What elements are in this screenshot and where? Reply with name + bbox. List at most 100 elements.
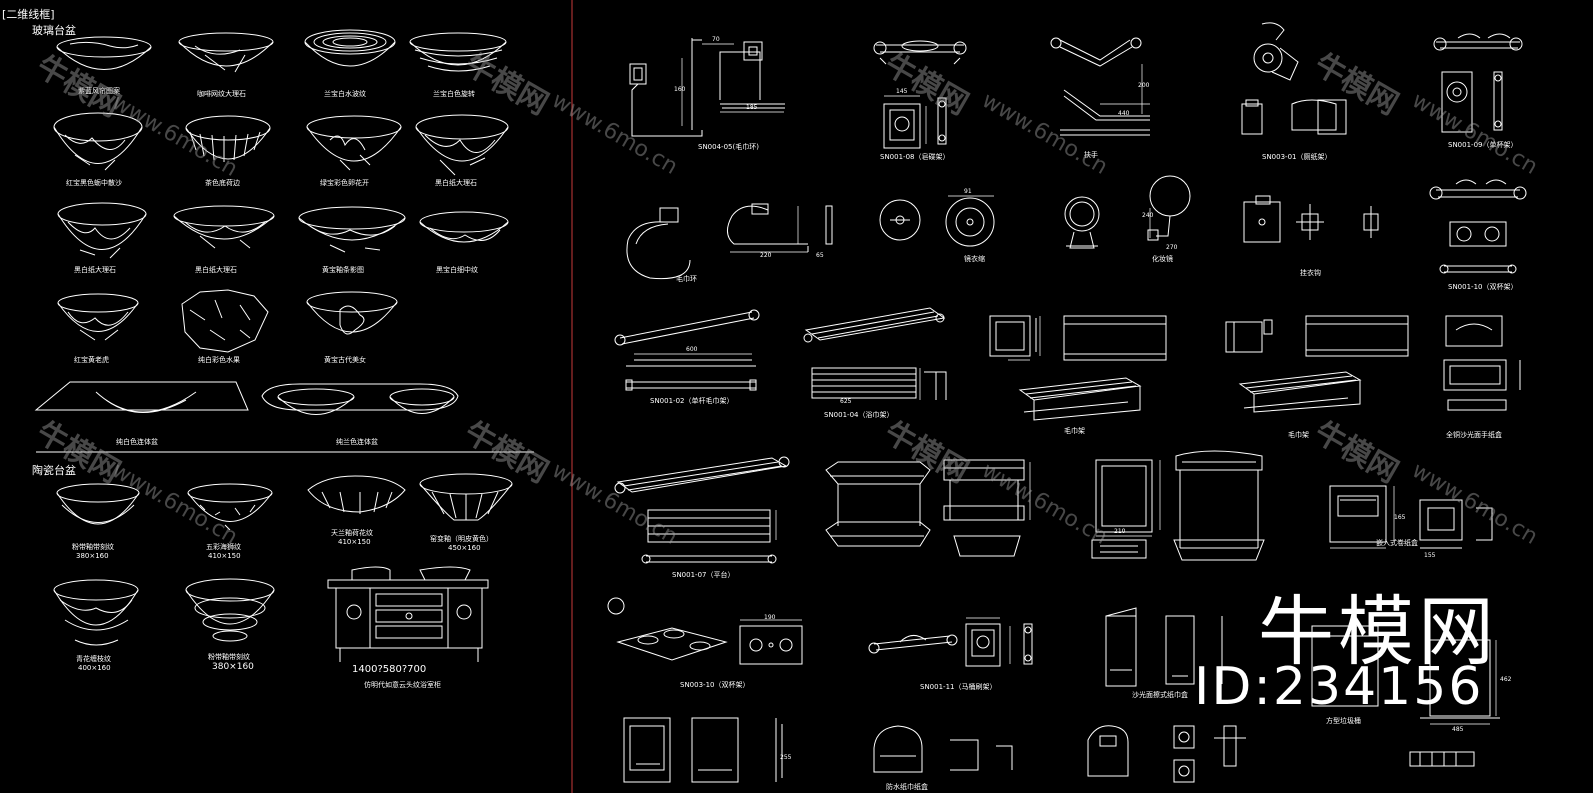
basin-label: 纯兰色连体盆 xyxy=(336,438,378,446)
fixture-label: SN001-10（双杯架） xyxy=(1448,283,1518,291)
basin-label: 纯白彩色水果 xyxy=(198,356,240,364)
glass-basin-row-4 xyxy=(57,289,398,353)
brand-logo-text: 牛模网 xyxy=(1258,587,1498,676)
fixture-mirror-cap xyxy=(879,197,995,247)
dim-text: 145 xyxy=(896,88,908,95)
fixture-label: 毛巾架 xyxy=(1288,431,1309,439)
basin-label: 兰宝白色旋转 xyxy=(433,90,475,98)
basin-label: 绿宝彩色卵花开 xyxy=(320,179,369,187)
fixture-label: 毛巾环 xyxy=(676,275,697,283)
ceramic-size: 410×150 xyxy=(338,538,371,546)
ceramic-label: 粉带釉带刻纹 xyxy=(208,653,250,661)
basin-label: 茶色底荷边 xyxy=(205,179,240,187)
basin-label: 黑白纸大理石 xyxy=(435,179,477,187)
dim-text: 200 xyxy=(1138,82,1150,89)
dim-text: 160 xyxy=(674,86,686,93)
fixture-label: SN001-09（单杯架） xyxy=(1448,141,1518,149)
dim-text: 185 xyxy=(746,104,758,111)
dim-text: 220 xyxy=(760,252,772,259)
basin-label: 红宝黄老虎 xyxy=(74,356,109,364)
dimension-lines xyxy=(634,43,1497,725)
fixture-bottom-row xyxy=(623,717,1246,783)
basin-label: 黄宝古代美女 xyxy=(324,356,366,364)
dim-text: 190 xyxy=(764,614,776,621)
dim-text: 462 xyxy=(1500,676,1512,683)
dim-text: 240 xyxy=(1142,212,1154,219)
dim-text: 165 xyxy=(1394,514,1406,521)
ceramic-label: 窑变釉（明皮黄色） xyxy=(430,535,493,543)
dim-text: 255 xyxy=(780,754,792,761)
dim-text: 270 xyxy=(1166,244,1178,251)
fixture-platform-sn001-07 xyxy=(614,456,790,564)
ceramic-basin-row-2 xyxy=(53,578,275,646)
fixture-label: 化妆镜 xyxy=(1152,255,1173,263)
ceramic-basin-row-1 xyxy=(56,473,513,531)
fixture-label: 沙光面擦式纸巾盒 xyxy=(1132,691,1188,699)
fixture-label: 嵌入式卷纸盒 xyxy=(1376,539,1418,547)
section-title-ceramic: 陶瓷台盆 xyxy=(32,464,76,477)
fixture-makeup-mirror xyxy=(1064,175,1191,249)
fixture-soap-rack-sn001-08 xyxy=(873,40,967,149)
fixture-label: 毛巾架 xyxy=(1064,427,1085,435)
fixture-double-cup-sn001-10 xyxy=(1429,179,1527,274)
fixture-frame-basket xyxy=(1091,459,1153,559)
ceramic-size: 380×160 xyxy=(76,552,109,560)
ceramic-size: 410×150 xyxy=(208,552,241,560)
dim-text: 70 xyxy=(712,36,720,43)
ceramic-size: 380×160 xyxy=(212,662,254,672)
fixture-label: 扶手 xyxy=(1084,151,1098,159)
section-title-glass: 玻璃台盆 xyxy=(32,24,76,37)
fixture-recessed-paper-box xyxy=(1329,485,1493,549)
model-id: ID:234156 xyxy=(1194,657,1484,717)
fixture-bath-towel-rack-sn001-04 xyxy=(803,307,947,400)
fixture-single-towel-bar-sn001-02 xyxy=(614,309,760,391)
fixture-coat-hook xyxy=(1243,195,1379,243)
fixture-label: SN001-11（马桶刷架） xyxy=(920,683,997,691)
glass-basin-row-3 xyxy=(57,202,509,259)
dim-text: 625 xyxy=(840,398,852,405)
fixture-wire-basket xyxy=(1173,450,1265,561)
dim-text: 155 xyxy=(1424,552,1436,559)
ceramic-size: 400×160 xyxy=(78,664,111,672)
fixture-label: SN001-08（皂碟架） xyxy=(880,153,950,161)
fixture-label: SN003-01（厕纸架） xyxy=(1262,153,1332,161)
dim-text: 600 xyxy=(686,346,698,353)
double-sink-counters xyxy=(34,381,534,453)
fixture-label: SN001-04（浴巾架） xyxy=(824,411,894,419)
fixture-tissue-box xyxy=(1443,315,1521,411)
glass-basin-row-1 xyxy=(56,29,507,73)
fixture-satin-dispenser xyxy=(1105,607,1223,687)
vanity-label: 仿明代如意云头纹浴室柜 xyxy=(364,681,441,689)
dim-text: 485 xyxy=(1452,726,1464,733)
fixture-grab-bar xyxy=(1050,37,1150,136)
fixture-label: 防水纸巾纸盒 xyxy=(886,783,928,791)
ceramic-label: 粉带釉带刻纹 xyxy=(72,543,114,551)
fixture-cup-holder-sn001-09 xyxy=(1433,33,1523,133)
basin-label: 紫蓝风帘图案 xyxy=(78,87,120,95)
fixture-label: SN003-10（双杯架） xyxy=(680,681,750,689)
fixture-label: SN004-05(毛巾环) xyxy=(698,143,759,151)
basin-label: 纯白色连体盆 xyxy=(116,438,158,446)
basin-label: 黑宝白细中纹 xyxy=(436,266,478,274)
fixture-label: 挂衣钩 xyxy=(1300,269,1321,277)
ceramic-size: 450×160 xyxy=(448,544,481,552)
fixture-square-bin xyxy=(1311,625,1500,767)
dim-text: 210 xyxy=(1114,528,1126,535)
ceramic-label: 天兰釉荷花纹 xyxy=(331,529,373,537)
fixture-paper-holder-sn003-01 xyxy=(1241,22,1347,135)
basin-label: 黄宝釉条影图 xyxy=(322,266,364,274)
basin-label: 黑白纸大理石 xyxy=(74,266,116,274)
dim-text: 440 xyxy=(1118,110,1130,117)
fixture-towel-rack-b xyxy=(1225,315,1409,413)
fixture-towel-ring-sn004-05 xyxy=(629,38,785,137)
fixture-label: 全铜沙光面手纸盒 xyxy=(1446,431,1502,439)
vanity-cabinet xyxy=(327,566,489,662)
fixture-towel-rack-a xyxy=(989,315,1167,421)
fixture-label: 镜衣缩 xyxy=(964,255,985,263)
fixture-label: SN001-07（平台） xyxy=(672,571,735,579)
dim-text: 91 xyxy=(964,188,972,195)
ceramic-label: 五彩海狮纹 xyxy=(206,543,241,551)
vanity-dimensions: 1400?580?700 xyxy=(352,664,427,675)
basin-label: 红宝黑色蛎中散沙 xyxy=(66,179,122,187)
